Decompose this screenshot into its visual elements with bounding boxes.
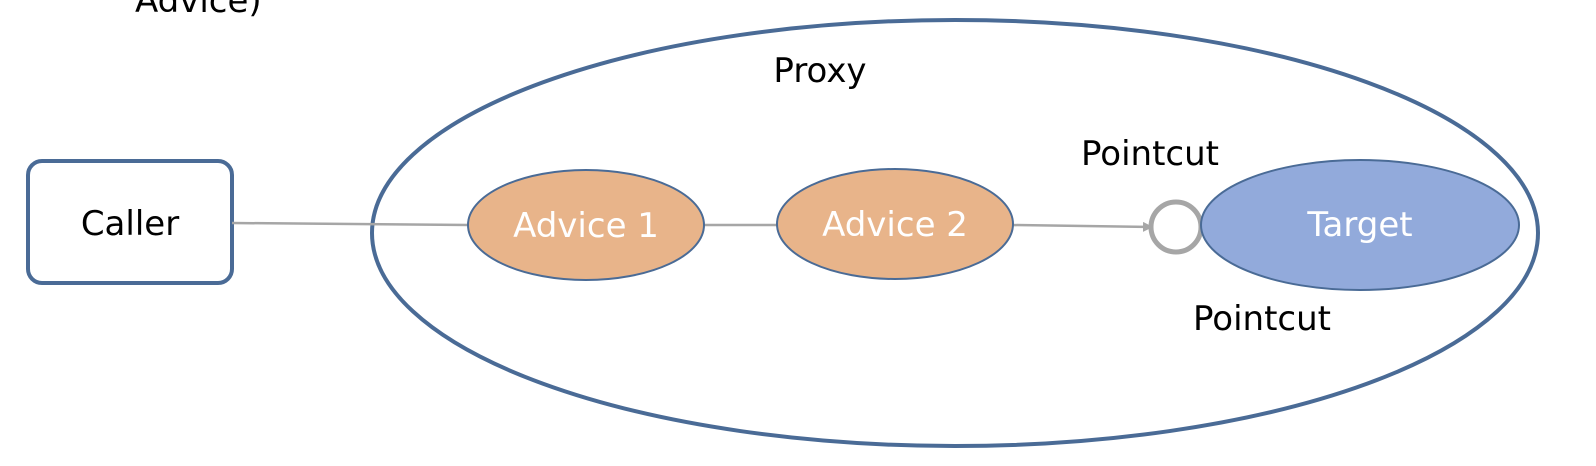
pointcut-circle xyxy=(1148,199,1204,255)
advice1-ellipse xyxy=(467,169,705,281)
proxy-label: Proxy xyxy=(773,51,866,91)
advice2-ellipse xyxy=(776,168,1014,280)
proxy-ellipse xyxy=(370,18,1540,448)
caller-label: Caller xyxy=(81,204,179,244)
advice2-label: Advice 2 xyxy=(822,205,968,245)
caller-to-advice1-connector xyxy=(231,221,470,227)
advice2-to-pointcut-arrow xyxy=(1011,221,1153,232)
advice1-label: Advice 1 xyxy=(513,206,659,246)
target-ellipse xyxy=(1200,159,1520,291)
pointcut-top-label: Pointcut xyxy=(1081,134,1219,174)
pointcut-bottom-label: Pointcut xyxy=(1193,299,1331,339)
target-label: Target xyxy=(1306,205,1412,245)
top-cut-text: Advice) xyxy=(135,0,262,21)
caller-box xyxy=(26,159,234,285)
